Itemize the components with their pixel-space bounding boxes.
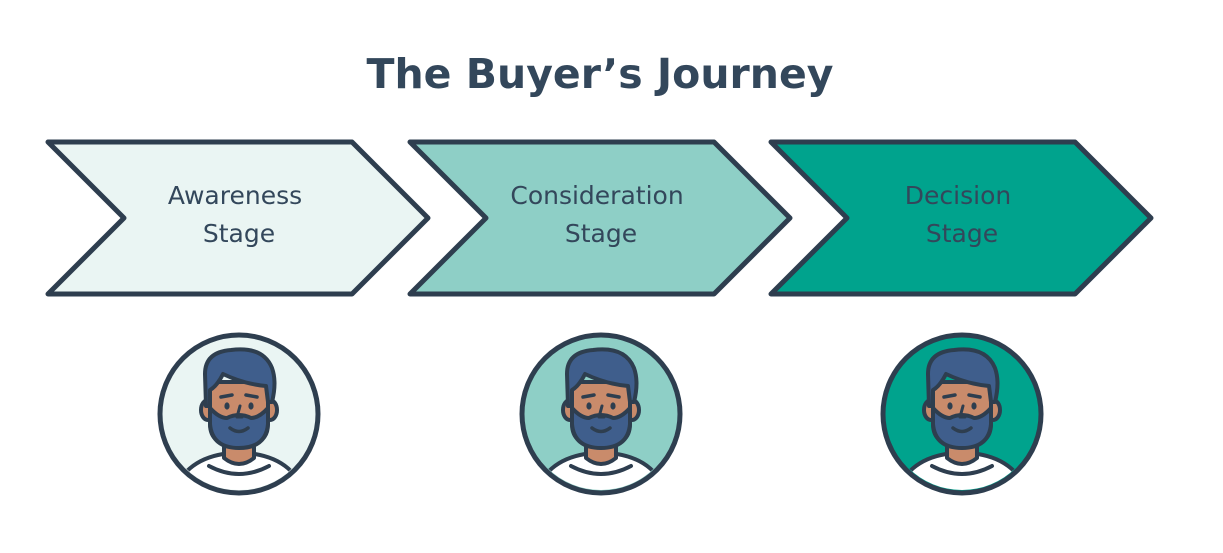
stage-arrow-decision [768, 139, 1154, 297]
avatar-beard [570, 406, 632, 450]
avatar-nose [235, 404, 244, 419]
stage-decision: Decision Stage [768, 139, 1154, 297]
avatar-figure [533, 347, 669, 490]
avatar-beard [931, 406, 993, 450]
avatar-collar [207, 464, 271, 476]
avatar-collar [930, 464, 994, 476]
stage-label-decision: Decision Stage [905, 181, 1019, 248]
avatar-eyebrow [606, 393, 621, 399]
stage-consideration: Consideration Stage [407, 139, 793, 297]
avatar-eye [971, 402, 977, 410]
stage-arrow-consideration [407, 139, 793, 297]
avatar-ring [880, 332, 1044, 496]
avatar-figure [171, 347, 307, 490]
avatar-eye [248, 402, 254, 410]
stage-arrow-awareness [45, 139, 431, 297]
stage-label-line2: Stage [203, 219, 275, 248]
avatar-eyebrow [967, 393, 982, 399]
stage-label-line1: Consideration [510, 181, 683, 210]
avatar-eye [224, 402, 230, 410]
avatar-nose [597, 404, 606, 419]
avatar-mouth [590, 426, 612, 434]
avatar-eyebrow [942, 393, 957, 399]
avatar-nose [958, 404, 967, 419]
avatar-ring [519, 332, 683, 496]
avatar-mouth [228, 426, 250, 434]
avatar-eye [610, 402, 616, 410]
avatar-hair [926, 347, 1000, 408]
avatar-eyebrow [244, 393, 259, 399]
stage-label-consideration: Consideration Stage [510, 181, 691, 248]
avatar-mouth [951, 426, 973, 434]
avatar-hair [565, 347, 639, 408]
stage-label-line2: Stage [565, 219, 637, 248]
avatar-figure [894, 347, 1030, 490]
avatar-collar [569, 464, 633, 476]
buyer-avatar-icon [157, 332, 321, 496]
avatar-hair [203, 347, 277, 408]
avatar-ring [157, 332, 321, 496]
avatar-eye [586, 402, 592, 410]
avatar-eyebrow [219, 393, 234, 399]
stage-label-line2: Stage [926, 219, 998, 248]
stage-label-line1: Awareness [168, 181, 302, 210]
stage-label-awareness: Awareness Stage [168, 181, 310, 248]
avatar-beard [208, 406, 270, 450]
buyer-avatar-icon [880, 332, 1044, 496]
stage-label-line1: Decision [905, 181, 1011, 210]
avatar-eyebrow [581, 393, 596, 399]
avatar-eye [947, 402, 953, 410]
buyer-avatar-icon [519, 332, 683, 496]
stage-awareness: Awareness Stage [45, 139, 431, 297]
diagram-title: The Buyer’s Journey [367, 50, 834, 98]
